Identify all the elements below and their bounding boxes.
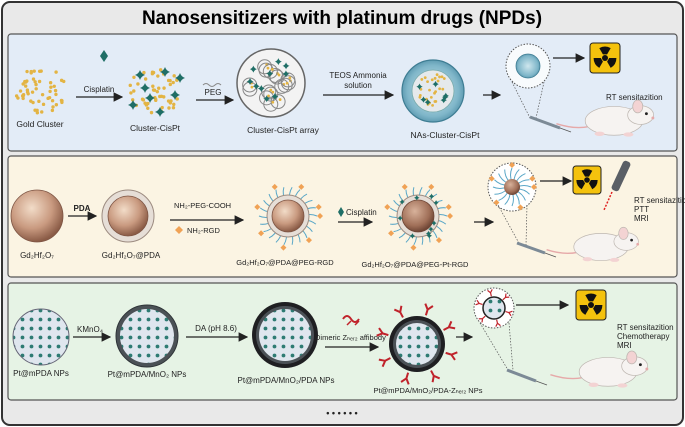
label-pt-final: Pt@mPDA/MnO₂/PDA-Zₕₑᵣ₂ NPs [374,386,483,395]
arrow-label-kmno4: KMnO₄ [77,325,103,334]
gd-hf-pda-icon [101,189,155,243]
cluster-array-icon [236,48,306,118]
arrow-label-cisplatin: Cisplatin [84,85,115,94]
outcome-panel2-1: RT sensitazition [634,196,685,205]
affibody-icon [342,315,360,326]
laser-icon [603,160,631,211]
label-gd-hf-core: Gd₂Hf₂O₇ [20,251,54,260]
panel-gold-cluster: Gold Cluster Cisplatin Cluster-CisPt PEG… [7,33,678,152]
pt-final-icon [376,303,458,385]
arrow-label-teos-1: TEOS Ammonia [329,71,387,80]
nas-cluster-cispt-icon [401,59,465,123]
pt-mpda-mno2-pda-icon [252,302,318,368]
syringe-icon-2 [516,241,557,258]
cisplatin-icon [100,50,108,62]
radiation-icon-3 [575,289,607,321]
reagent-affibody: Dimeric Zₕₑᵣ₂ affibody [315,333,386,342]
pt-mpda-mno2-icon [115,304,179,368]
outcome-panel3-3: MRI [617,341,632,350]
arrow-label-pda: PDA [74,204,91,213]
syringe-icon [529,115,572,133]
outcome-panel1: RT sensitazition [606,93,663,102]
figure-title: Nanosensitizers with platinum drugs (NPD… [142,8,542,29]
mouse-icon-3 [550,350,649,388]
label-cluster-cispt: Cluster-CisPt [130,123,181,133]
zoom-inset-1 [505,43,551,119]
zoom-inset-2 [487,162,537,246]
label-gd-hf-final: Gd₂Hf₂O₇@PDA@PEG-Pt-RGD [362,260,470,269]
gd-hf-core-icon [10,189,64,243]
outcome-panel3-2: Chemotherapy [617,332,669,341]
outcome-panel2-3: MRI [634,214,649,223]
reagent-cisplatin-2: Cisplatin [346,208,377,217]
rgd-icon [175,226,183,234]
outcome-panel3-1: RT sensitazition [617,323,674,332]
outcome-panel2-2: PTT [634,205,649,214]
arrow-label-peg: PEG [205,88,222,97]
cluster-cispt-icon [128,67,185,117]
label-pt-mpda-mno2: Pt@mPDA/MnO₂ NPs [108,370,187,379]
label-gold-cluster: Gold Cluster [16,119,63,129]
mouse-icon [556,99,655,137]
gd-hf-peg-pt-rgd-icon [384,183,453,251]
reagent-peg: NH₂-PEG-COOH [174,201,231,210]
gd-hf-peg-rgd-icon [254,183,323,251]
mouse-icon-2 [546,226,640,262]
panel-pt-mpda: Pt@mPDA NPs KMnO₄ Pt@mPDA/MnO₂ NPs DA (p… [7,282,678,401]
arrow-label-teos-2: solution [344,81,372,90]
label-pt-mpda: Pt@mPDA NPs [13,369,69,378]
label-cluster-array: Cluster-CisPt array [247,125,320,135]
reagent-rgd: NH₂-RGD [187,226,220,235]
zoom-inset-3 [473,287,515,371]
syringe-icon-3 [506,368,548,386]
label-pt-mpda-mno2-pda: Pt@mPDA/MnO₂/PDA NPs [237,376,334,385]
panel-gd-hf: Gd₂Hf₂O₇ PDA Gd₂Hf₂O₇@PDA NH₂-PEG-COOH N… [7,155,685,278]
footer-ellipsis: • • • • • • [326,408,357,418]
radiation-icon [589,42,621,74]
gold-cluster-icon [14,69,66,115]
label-gd-hf-peg-rgd: Gd₂Hf₂O₇@PDA@PEG-RGD [236,258,334,267]
peg-icon [202,83,222,87]
arrow-label-da: DA (pH 8.6) [195,324,237,333]
label-gd-hf-pda: Gd₂Hf₂O₇@PDA [102,251,161,260]
pt-mpda-icon [12,308,70,366]
label-nas-cluster-cispt: NAs-Cluster-CisPt [411,130,481,140]
cisplatin-icon-2 [338,207,344,217]
radiation-icon-2 [572,165,602,195]
